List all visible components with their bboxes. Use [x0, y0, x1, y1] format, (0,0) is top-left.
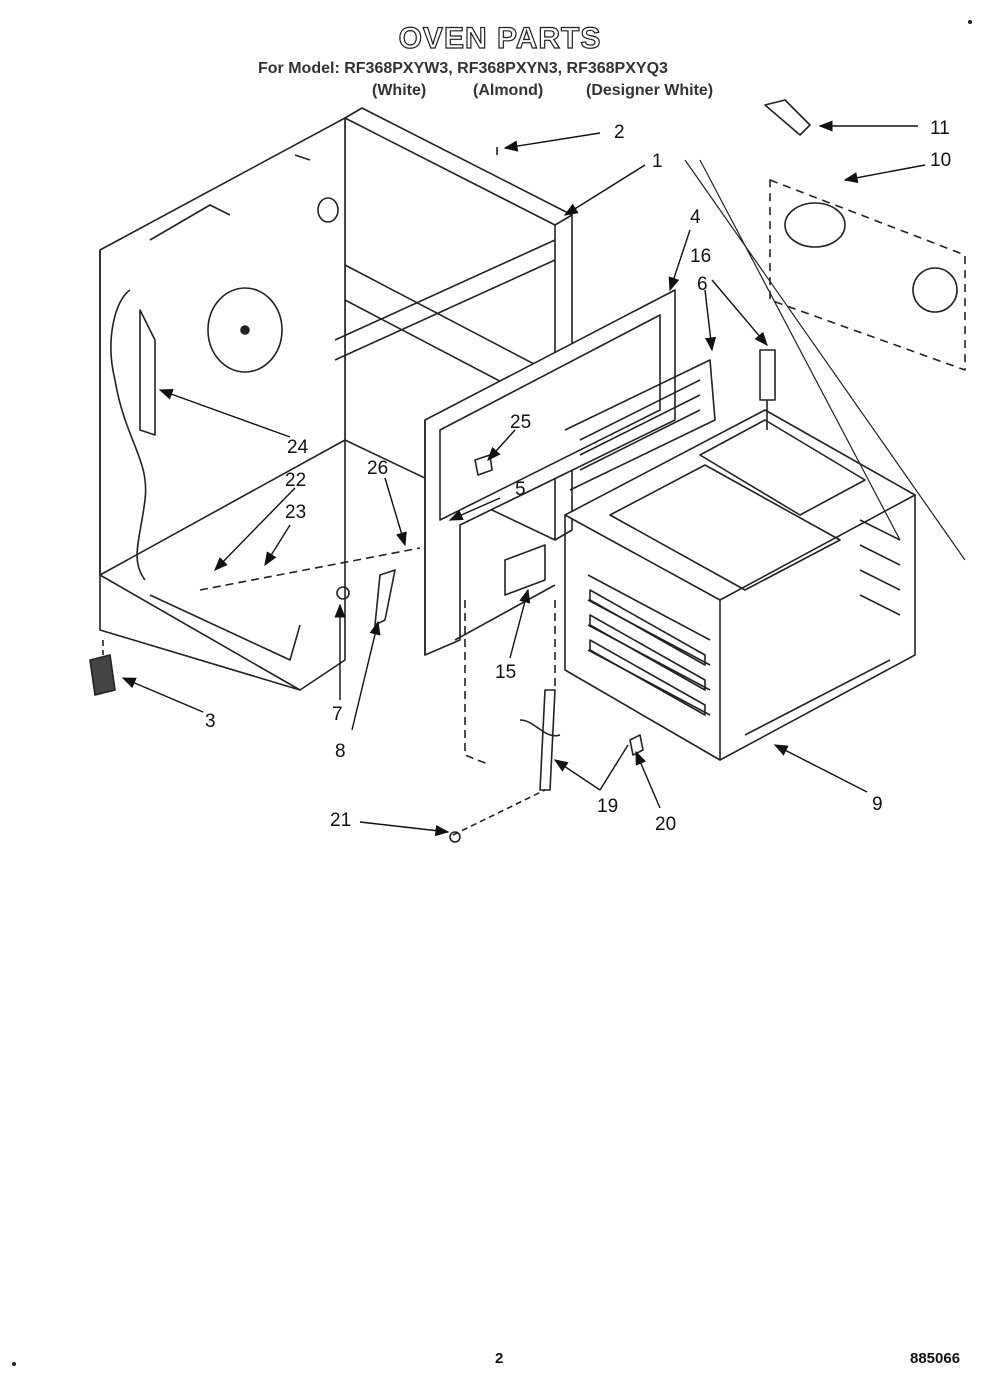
- color-white: (White): [372, 82, 427, 99]
- callout-15: 15: [495, 662, 516, 683]
- callout-25: 25: [510, 412, 531, 433]
- callout-9: 9: [872, 794, 883, 815]
- callout-5: 5: [515, 479, 526, 500]
- callout-24: 24: [287, 437, 309, 458]
- leader-lines: [121, 120, 926, 837]
- callout-20: 20: [655, 814, 676, 835]
- callout-10: 10: [930, 150, 951, 171]
- oven-body: [89, 99, 966, 843]
- callout-11: 11: [930, 118, 950, 139]
- callout-1: 1: [652, 151, 663, 172]
- callout-21: 21: [330, 810, 351, 831]
- color-designer-white: (Designer White): [586, 82, 714, 99]
- color-almond: (Almond): [473, 82, 544, 99]
- corner-mark-bottom: [12, 1362, 16, 1366]
- callout-8: 8: [335, 741, 346, 762]
- callout-2: 2: [614, 122, 625, 143]
- model-list: For Model: RF368PXYW3, RF368PXYN3, RF368…: [258, 60, 668, 77]
- callout-4: 4: [690, 207, 701, 228]
- callout-23: 23: [285, 502, 306, 523]
- document-code: 885066: [910, 1350, 961, 1367]
- callout-numbers: 1 2 3 4 5 6 7 8 9 10 11 15 16 19 20 21 2…: [205, 118, 951, 835]
- corner-mark-top: [968, 20, 972, 24]
- callout-26: 26: [367, 458, 388, 479]
- callout-7: 7: [332, 704, 343, 725]
- page-number: 2: [495, 1350, 504, 1367]
- page-title: OVEN PARTS: [398, 21, 602, 55]
- callout-6: 6: [697, 274, 708, 295]
- callout-3: 3: [205, 711, 216, 732]
- callout-19: 19: [597, 796, 618, 817]
- callout-16: 16: [690, 246, 711, 267]
- callout-22: 22: [285, 470, 306, 491]
